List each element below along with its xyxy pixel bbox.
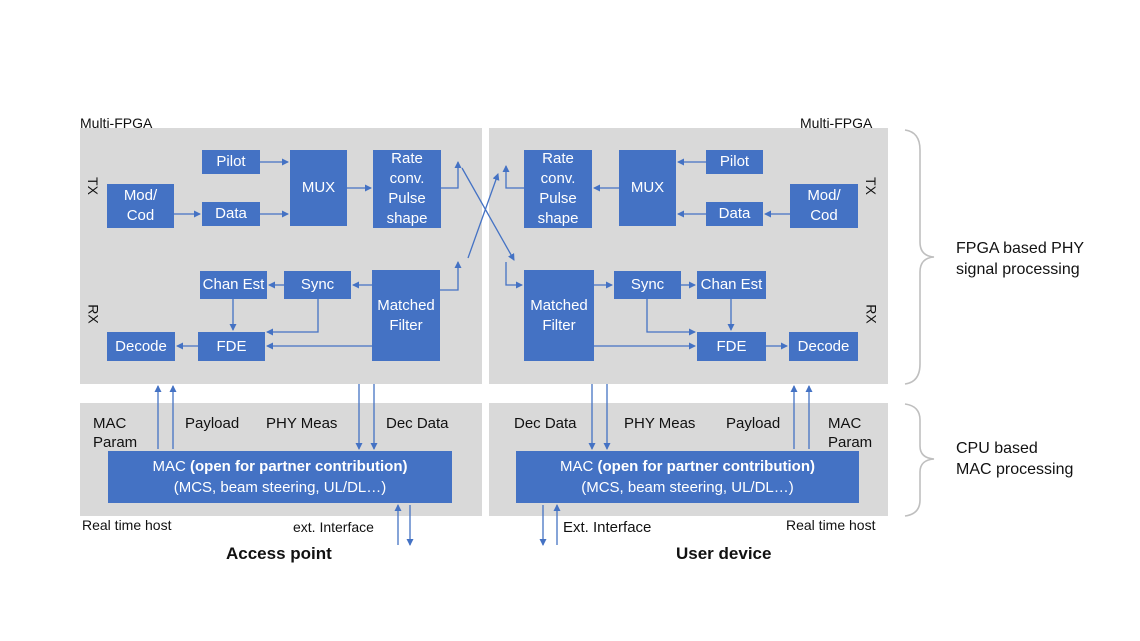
left-fpga-label: Multi-FPGA xyxy=(80,115,153,131)
left-mac-param-label: MAC Param xyxy=(93,415,138,451)
right-mac-partner-text: (open for partner contribution) xyxy=(597,458,815,475)
left-rate-conv-block: Rate conv. Pulse shape xyxy=(373,150,441,228)
right-mac-subtitle: (MCS, beam steering, UL/DL…) xyxy=(581,479,794,496)
left-decode-block: Decode xyxy=(107,332,175,361)
left-data-block: Data xyxy=(202,202,260,226)
wire-right-sync-fde xyxy=(646,299,696,336)
fpga-phy-label: FPGA based PHY signal processing xyxy=(956,240,1085,278)
right-chan-est-block: Chan Est xyxy=(697,271,766,299)
left-host-label: Real time host xyxy=(82,517,172,533)
right-mac-label: MAC xyxy=(560,458,598,475)
brace-cpu xyxy=(904,403,935,517)
left-phy-meas-label: PHY Meas xyxy=(266,415,338,432)
right-pilot-block: Pilot xyxy=(706,150,763,174)
left-mac-title: MAC (open for partner contribution) xyxy=(153,456,408,477)
brace-fpga xyxy=(904,129,935,385)
right-host-label: Real time host xyxy=(786,517,876,533)
left-matched-filter-block: Matched Filter xyxy=(372,270,440,361)
access-point-title: Access point xyxy=(226,544,332,563)
cpu-mac-label: CPU based MAC processing xyxy=(956,440,1074,478)
right-mac-block: MAC (open for partner contribution) (MCS… xyxy=(516,451,859,503)
right-fpga-label: Multi-FPGA xyxy=(800,115,873,131)
right-mux-block: MUX xyxy=(619,150,676,226)
left-sync-block: Sync xyxy=(284,271,351,299)
right-phy-meas-label: PHY Meas xyxy=(624,415,696,432)
left-mac-subtitle: (MCS, beam steering, UL/DL…) xyxy=(173,479,387,496)
wire-left-sync-fde xyxy=(266,299,319,336)
wire-right-rate-out xyxy=(502,165,524,189)
wire-cross-right-to-left xyxy=(467,173,500,259)
left-dec-data-label: Dec Data xyxy=(386,415,449,432)
wire-left-matched-in xyxy=(440,261,462,291)
left-mac-partner-text: (open for partner contribution) xyxy=(190,458,408,475)
left-mac-block: MAC (open for partner contribution) (MCS… xyxy=(108,451,452,503)
user-device-title: User device xyxy=(676,544,772,563)
left-payload-label: Payload xyxy=(185,415,240,432)
wire-cross-left-to-right xyxy=(461,167,515,261)
left-pilot-block: Pilot xyxy=(202,150,260,174)
right-decode-block: Decode xyxy=(789,332,858,361)
right-mac-param-label: MAC Param xyxy=(828,415,873,451)
right-ext-interface-label: Ext. Interface xyxy=(563,519,652,536)
right-sync-block: Sync xyxy=(614,271,681,299)
left-ext-interface-label: ext. Interface xyxy=(293,519,374,535)
right-payload-label: Payload xyxy=(726,415,781,432)
right-mac-title: MAC (open for partner contribution) xyxy=(560,456,815,477)
right-modcod-block: Mod/ Cod xyxy=(790,184,858,228)
left-mux-block: MUX xyxy=(290,150,347,226)
right-data-block: Data xyxy=(706,202,763,226)
left-mac-label: MAC xyxy=(152,458,190,475)
right-rate-conv-block: Rate conv. Pulse shape xyxy=(524,150,592,228)
wire-left-rate-out xyxy=(441,161,462,189)
right-matched-filter-block: Matched Filter xyxy=(524,270,594,361)
wire-right-matched-in xyxy=(505,262,523,289)
right-fde-block: FDE xyxy=(697,332,766,361)
right-dec-data-label: Dec Data xyxy=(514,415,577,432)
left-modcod-block: Mod/ Cod xyxy=(107,184,174,228)
left-fde-block: FDE xyxy=(198,332,265,361)
left-chan-est-block: Chan Est xyxy=(200,271,267,299)
